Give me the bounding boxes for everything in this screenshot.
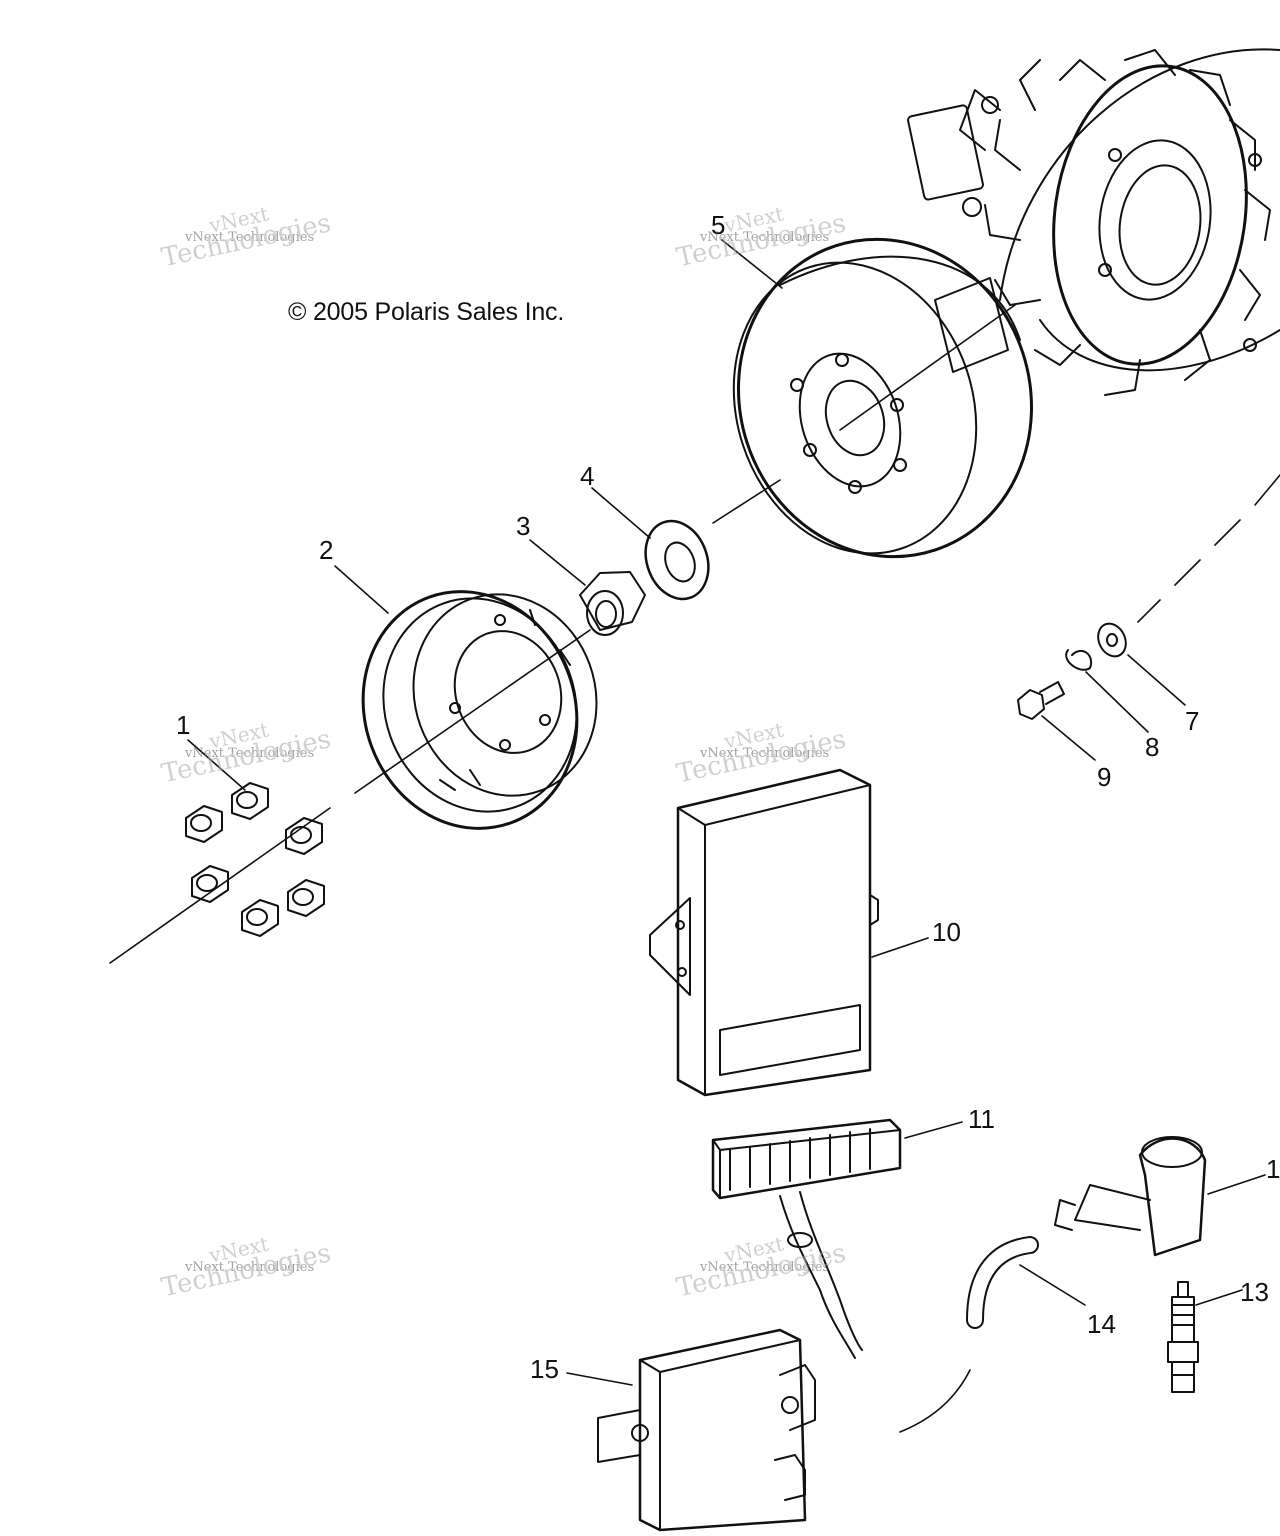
- callout-7: 7: [1185, 706, 1200, 736]
- cdi-module: [649, 768, 879, 1097]
- callout-12: 1: [1266, 1154, 1280, 1184]
- callout-1: 1: [176, 710, 191, 740]
- ignition-coil: [597, 1328, 816, 1532]
- callout-9: 9: [1097, 762, 1112, 792]
- callout-15: 15: [530, 1354, 559, 1384]
- callout-10: 10: [932, 917, 961, 947]
- callout-2: 2: [319, 535, 334, 565]
- callout-13: 13: [1240, 1277, 1269, 1307]
- washer: [644, 519, 710, 601]
- spark-plug: [1167, 1281, 1199, 1393]
- callout-5: 5: [711, 210, 726, 240]
- callout-3: 3: [516, 511, 531, 541]
- callout-8: 8: [1145, 732, 1160, 762]
- copyright-notice: © 2005 Polaris Sales Inc.: [288, 298, 565, 326]
- connector: [711, 1118, 902, 1359]
- spark-plug-cap: [1054, 1136, 1207, 1257]
- callout-11: 11: [968, 1104, 995, 1134]
- stator-assembly: [907, 48, 1280, 396]
- hose: [966, 1236, 1039, 1329]
- flywheel: [732, 237, 1033, 559]
- small-hardware: [1017, 622, 1127, 720]
- callout-4: 4: [580, 461, 595, 491]
- callout-14: 14: [1087, 1309, 1116, 1339]
- assembly-centerlines: [109, 304, 1280, 1433]
- nut: [579, 571, 646, 636]
- leader-lines: [187, 239, 1266, 1386]
- starter-cup: [361, 590, 598, 830]
- bolts: [185, 782, 325, 937]
